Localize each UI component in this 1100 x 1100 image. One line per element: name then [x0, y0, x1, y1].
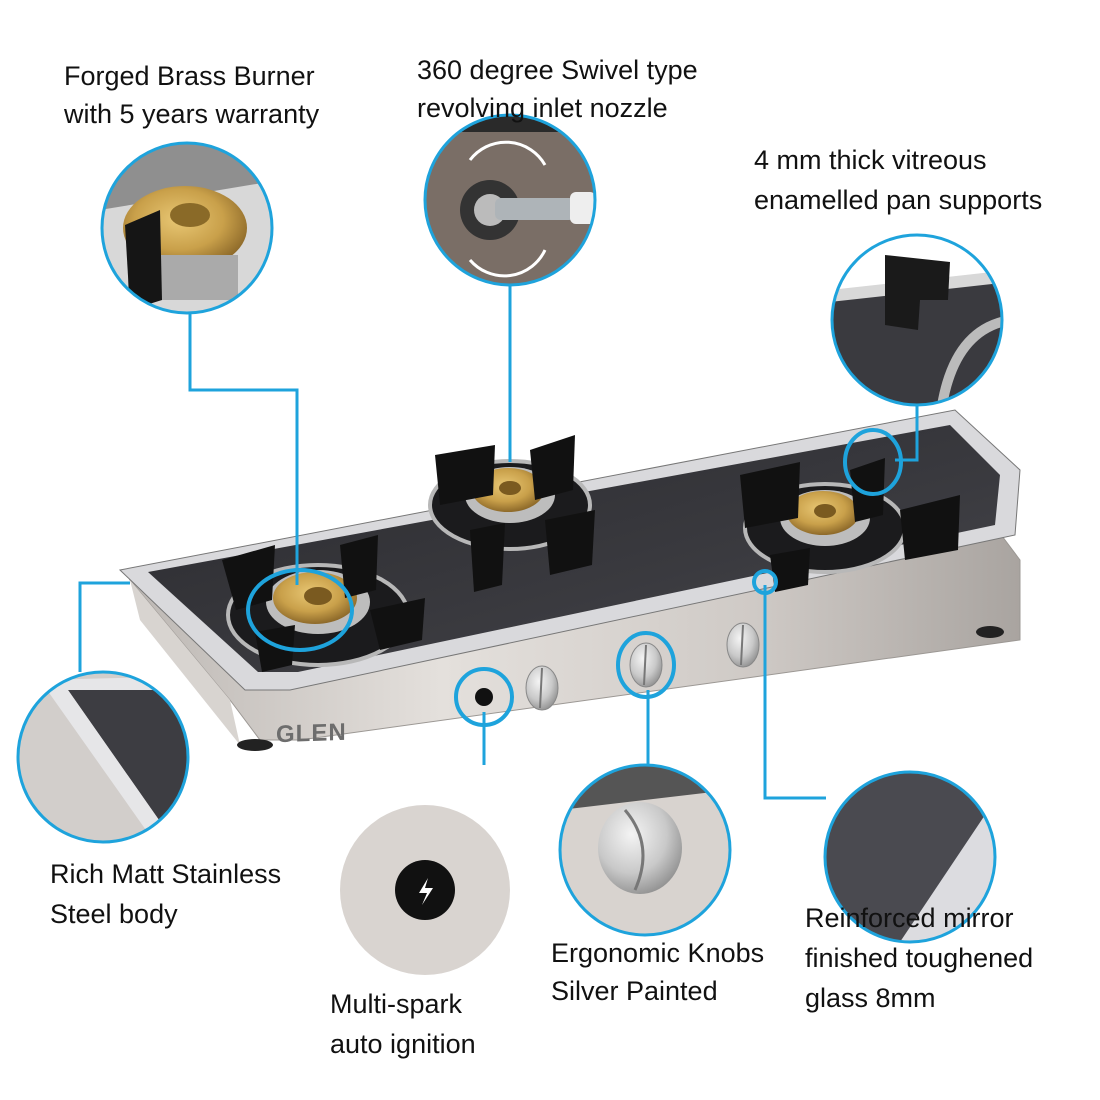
zoom-swivel-nozzle: [423, 113, 597, 287]
brand-logo: GLEN: [276, 718, 347, 749]
zoom-knob: [558, 763, 732, 937]
ignition-button: [475, 688, 493, 706]
zoom-ignition: [340, 805, 510, 975]
label-brass-burner: Forged Brass Burner with 5 years warrant…: [64, 61, 320, 129]
zoom-glass: [823, 770, 997, 944]
knob-1: [525, 665, 559, 711]
lightning-icon: [419, 878, 433, 905]
knob-2: [629, 642, 663, 688]
zoom-pan-support: [830, 233, 1004, 407]
label-knobs: Ergonomic Knobs Silver Painted: [551, 938, 765, 1006]
label-auto-ignition: Multi-spark auto ignition: [330, 989, 476, 1059]
burner-middle: [428, 435, 595, 592]
zoom-brass-burner: [100, 141, 274, 315]
knob-3: [726, 622, 760, 668]
highlight-rings: [246, 428, 903, 727]
label-glass: Reinforced mirror finished toughened gla…: [805, 903, 1034, 1013]
label-steel-body: Rich Matt Stainless Steel body: [50, 859, 282, 929]
label-pan-supports: 4 mm thick vitreous enamelled pan suppor…: [754, 145, 1043, 215]
label-swivel-nozzle: 360 degree Swivel type revolving inlet n…: [417, 55, 698, 123]
zoom-steel-body: [16, 670, 190, 844]
burner-right: [740, 458, 960, 592]
